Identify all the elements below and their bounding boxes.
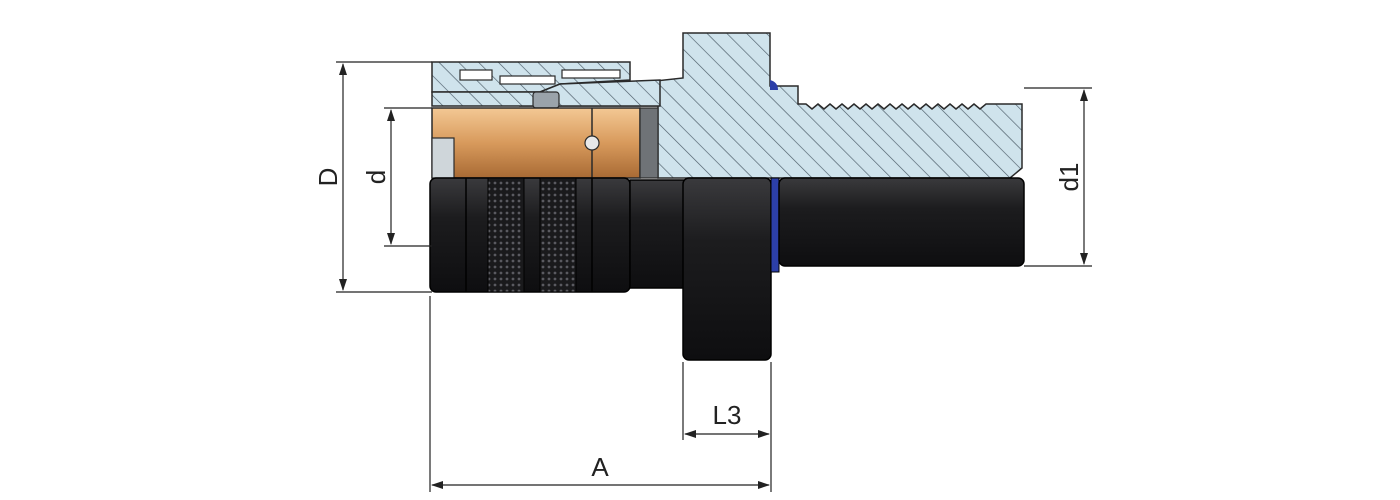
dimension-D: D (313, 63, 347, 291)
extension-lines (336, 61, 1092, 492)
label-d: d (361, 170, 391, 184)
knurl-band-2 (539, 177, 577, 293)
sectioned-upper-half (431, 32, 1023, 179)
label-d1: d1 (1054, 163, 1084, 192)
collet-bronze-section (431, 107, 659, 179)
label-A: A (591, 452, 609, 482)
dimension-d1: d1 (1054, 89, 1088, 265)
label-L3: L3 (713, 400, 742, 430)
dimension-A: A (431, 452, 770, 489)
label-D: D (313, 168, 343, 187)
collet-nut (429, 177, 631, 293)
seal-ring (770, 177, 780, 273)
exterior-lower-half (429, 177, 1025, 361)
neck (629, 179, 686, 289)
nut-groove-3 (561, 69, 621, 79)
nut-groove-2 (499, 75, 556, 85)
dimension-d: d (361, 109, 395, 245)
flange (682, 177, 772, 361)
flange-section (519, 32, 1023, 179)
nut-groove-1 (459, 69, 493, 81)
shank (778, 177, 1025, 267)
seal-ring-top (770, 80, 778, 90)
dimension-L3: L3 (684, 400, 770, 438)
set-screw (532, 91, 560, 109)
knurl-band-1 (487, 177, 525, 293)
